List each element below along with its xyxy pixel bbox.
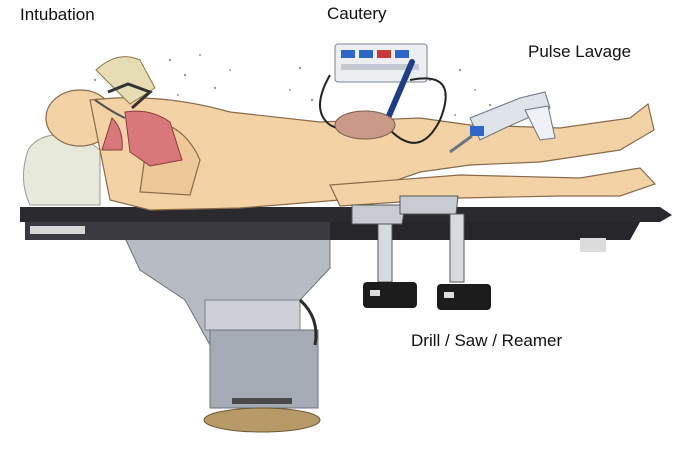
- cautery-label: Cautery: [327, 4, 387, 23]
- intubation-label: Intubation: [20, 5, 95, 24]
- electrocautery-generator-icon: [319, 43, 447, 144]
- battery-drill-2-icon: [399, 195, 491, 310]
- drill-saw-reamer-icons: [351, 195, 491, 310]
- pulse-lavage-gun-icon: [449, 91, 556, 154]
- battery-drill-1-icon: [351, 204, 417, 308]
- intubation-equipment-icon: [94, 56, 156, 119]
- pulse-lavage-label: Pulse Lavage: [528, 42, 632, 61]
- drill-saw-reamer-label: Drill / Saw / Reamer: [411, 331, 563, 350]
- table-base: [124, 237, 331, 433]
- cautery-pad: [334, 110, 396, 140]
- lungs: [101, 110, 183, 167]
- table-top: [20, 207, 672, 252]
- head-pillow: [23, 133, 101, 206]
